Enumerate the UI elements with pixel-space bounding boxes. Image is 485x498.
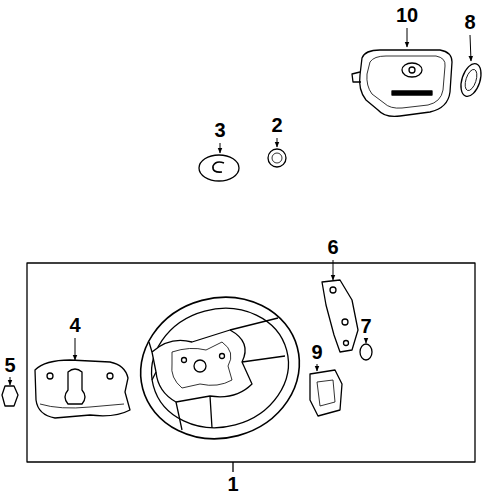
wheel-hub-hole [194,360,206,372]
leader-line [220,143,221,153]
leader-line [333,260,334,280]
wheel-hub-bolt [220,354,225,359]
callout-number: 3 [213,120,226,140]
assembly-leader [232,462,233,472]
screw [360,344,372,360]
callout-number: 2 [270,115,283,135]
emblem-cap [199,155,239,181]
leader-line [407,28,408,47]
control-switch-button [317,380,335,406]
airbag-emblem [402,63,422,77]
wheel-hub [152,330,252,402]
airbag-text-plate [392,91,432,95]
bracket-hole [342,319,348,325]
clip [2,386,18,406]
trim-cover-hole [107,373,113,379]
airbag-module-detail [367,56,445,108]
airbag-module [360,50,452,116]
wheel-spokes [149,318,285,430]
wheel-hub-bolt [182,358,187,363]
callout-number: 6 [326,237,339,257]
trim-cover [35,360,130,418]
leader-line [10,377,11,385]
callout-number: 4 [68,315,81,335]
leader-line [470,35,471,61]
callout-number: 1 [226,474,239,494]
nut-inner [272,153,282,163]
leader-line [317,364,318,371]
trim-cover-hole [47,373,53,379]
callout-number: 7 [359,316,372,336]
horn-pad-inner [463,68,479,92]
airbag-tab [352,72,361,82]
nut [268,149,286,167]
wheel-rim-inner [138,293,302,443]
bracket-hole [330,287,336,293]
callout-number: 5 [3,355,16,375]
trim-cover-slot [65,369,85,404]
assembly-bracket [27,263,475,462]
trim-cover-edge [40,404,124,408]
callout-number: 9 [310,342,323,362]
leader-line [75,338,76,360]
bracket-hole [344,341,349,346]
wheel-rim-outer [125,280,316,457]
callout-number: 10 [395,5,419,25]
control-switch [310,370,342,416]
wheel-hub-detail [172,342,232,388]
airbag-emblem-center [409,67,415,73]
horn-pad [457,61,485,99]
leader-line [277,138,278,147]
switch-bracket [322,280,358,352]
emblem-logo [213,162,224,172]
leader-line [366,338,367,343]
callout-number: 8 [463,12,476,32]
